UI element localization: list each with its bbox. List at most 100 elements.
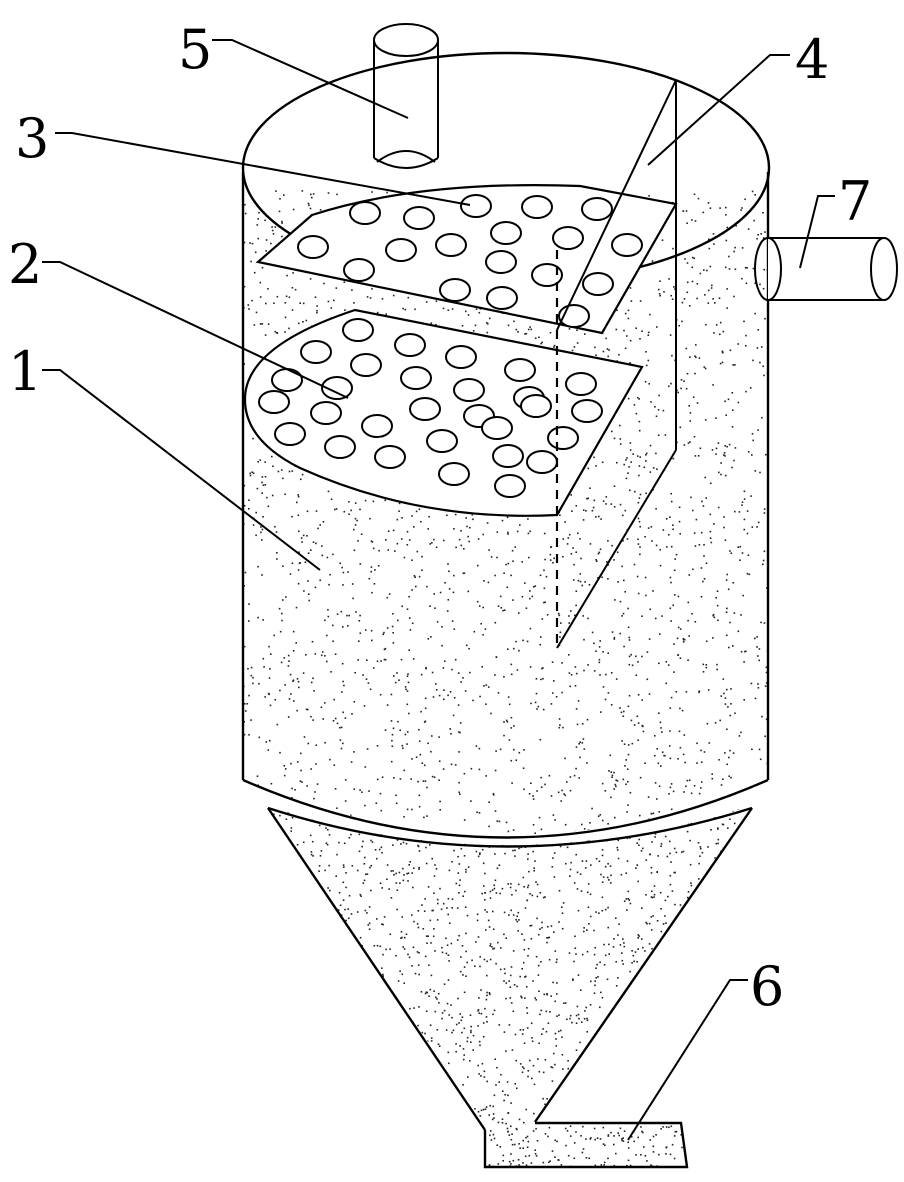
speckle-dot bbox=[318, 934, 321, 936]
speckle-dot bbox=[307, 580, 309, 582]
perforation-hole bbox=[552, 226, 584, 250]
speckle-dot bbox=[576, 342, 579, 344]
speckle-dot bbox=[418, 1006, 420, 1008]
speckle-dot bbox=[397, 1006, 399, 1009]
speckle-dot bbox=[369, 517, 371, 520]
speckle-dot bbox=[709, 513, 712, 516]
speckle-dot bbox=[404, 733, 407, 736]
speckle-dot bbox=[705, 664, 708, 666]
speckle-dot bbox=[706, 1055, 709, 1057]
speckle-dot bbox=[278, 210, 281, 213]
speckle-dot bbox=[516, 669, 519, 671]
speckle-dot bbox=[564, 1002, 567, 1004]
speckle-dot bbox=[754, 194, 756, 196]
speckle-dot bbox=[284, 302, 287, 304]
speckle-dot bbox=[700, 761, 703, 763]
speckle-dot bbox=[388, 810, 391, 813]
speckle-dot bbox=[686, 830, 689, 833]
speckle-dot bbox=[581, 823, 583, 826]
speckle-dot bbox=[411, 515, 413, 517]
speckle-dot bbox=[611, 1039, 614, 1042]
speckle-dot bbox=[247, 304, 250, 306]
speckle-dot bbox=[478, 311, 481, 314]
speckle-dot bbox=[613, 1143, 615, 1146]
speckle-dot bbox=[366, 881, 368, 883]
speckle-dot bbox=[665, 1062, 668, 1064]
speckle-dot bbox=[336, 1127, 338, 1129]
speckle-dot bbox=[347, 917, 350, 920]
speckle-dot bbox=[339, 726, 341, 729]
speckle-dot bbox=[619, 600, 622, 603]
speckle-dot bbox=[618, 354, 620, 356]
speckle-dot bbox=[264, 219, 266, 222]
speckle-dot bbox=[668, 385, 670, 388]
speckle-dot bbox=[559, 845, 562, 848]
speckle-dot bbox=[364, 1005, 366, 1008]
speckle-dot bbox=[489, 890, 492, 893]
speckle-dot bbox=[449, 922, 451, 924]
speckle-dot bbox=[723, 959, 726, 962]
speckle-dot bbox=[745, 1010, 747, 1012]
speckle-dot bbox=[320, 1018, 323, 1020]
speckle-dot bbox=[627, 607, 629, 610]
speckle-dot bbox=[696, 762, 698, 764]
speckle-dot bbox=[672, 457, 675, 460]
speckle-dot bbox=[746, 510, 749, 512]
speckle-dot bbox=[627, 890, 630, 893]
speckle-dot bbox=[351, 1054, 354, 1057]
speckle-dot bbox=[761, 822, 763, 824]
speckle-dot bbox=[450, 942, 453, 945]
speckle-dot bbox=[751, 526, 754, 528]
speckle-dot bbox=[428, 964, 430, 966]
speckle-dot bbox=[478, 747, 481, 750]
speckle-dot bbox=[451, 1016, 453, 1019]
speckle-dot bbox=[457, 672, 460, 674]
speckle-dot bbox=[363, 1115, 366, 1117]
speckle-dot bbox=[338, 841, 340, 844]
speckle-dot bbox=[730, 552, 733, 554]
speckle-dot bbox=[418, 884, 420, 886]
speckle-dot bbox=[669, 576, 672, 579]
speckle-dot bbox=[480, 622, 482, 625]
speckle-dot bbox=[273, 849, 275, 851]
speckle-dot bbox=[480, 812, 482, 815]
speckle-dot bbox=[365, 678, 368, 680]
speckle-dot bbox=[680, 964, 683, 967]
speckle-dot bbox=[376, 778, 379, 781]
speckle-dot bbox=[575, 1049, 578, 1051]
speckle-dot bbox=[318, 824, 321, 827]
speckle-dot bbox=[679, 956, 682, 958]
speckle-dot bbox=[279, 630, 282, 633]
speckle-dot bbox=[733, 250, 735, 253]
speckle-dot bbox=[601, 849, 604, 851]
speckle-dot bbox=[750, 866, 752, 869]
speckle-dot bbox=[698, 690, 701, 692]
speckle-dot bbox=[437, 902, 439, 905]
speckle-dot bbox=[427, 528, 429, 530]
speckle-dot bbox=[287, 665, 290, 667]
speckle-dot bbox=[341, 1066, 343, 1069]
speckle-dot bbox=[471, 1123, 473, 1125]
speckle-dot bbox=[707, 925, 710, 927]
speckle-dot bbox=[474, 827, 477, 830]
speckle-dot bbox=[711, 1042, 713, 1045]
speckle-dot bbox=[693, 435, 696, 438]
speckle-dot bbox=[315, 832, 317, 835]
speckle-dot bbox=[614, 599, 616, 601]
speckle-dot bbox=[332, 1105, 335, 1108]
speckle-dot bbox=[312, 1120, 315, 1122]
speckle-dot bbox=[729, 550, 731, 552]
speckle-dot bbox=[610, 704, 613, 706]
speckle-dot bbox=[587, 497, 589, 500]
conical-hopper bbox=[267, 806, 753, 1131]
speckle-dot bbox=[265, 741, 268, 743]
speckle-dot bbox=[684, 985, 686, 988]
speckle-dot bbox=[598, 860, 601, 863]
speckle-dot bbox=[407, 681, 410, 684]
speckle-dot bbox=[312, 1109, 315, 1111]
speckle-dot bbox=[662, 923, 665, 925]
speckle-dot bbox=[466, 961, 468, 964]
speckle-dot bbox=[725, 414, 727, 416]
speckle-dot bbox=[644, 1101, 647, 1104]
speckle-dot bbox=[390, 897, 393, 899]
